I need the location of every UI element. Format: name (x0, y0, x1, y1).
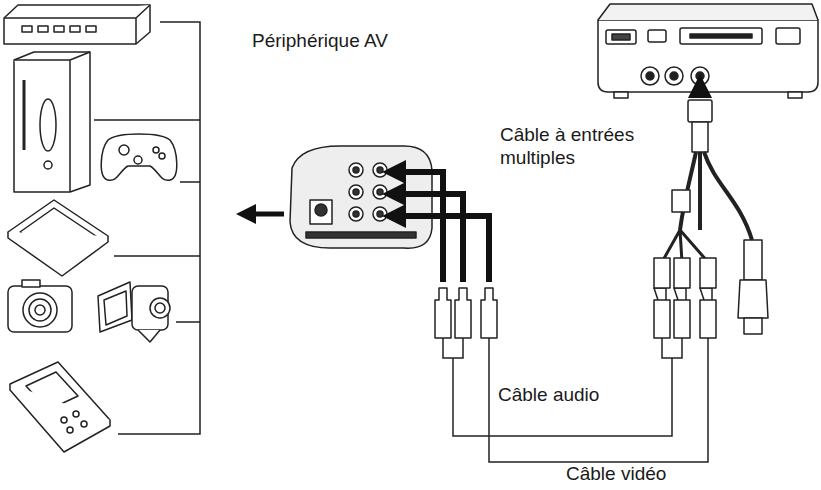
direction-arrow (246, 212, 284, 217)
plug-arrows (394, 86, 700, 282)
digital-camera (8, 280, 72, 332)
cable-wires (443, 338, 708, 462)
game-console (14, 52, 177, 192)
rca-plugs (435, 288, 716, 338)
device-bracket (94, 22, 200, 434)
camcorder (98, 282, 170, 342)
cable-label: Câble à entrées multiples (500, 124, 650, 170)
portable-player (8, 200, 108, 276)
cable-label: Câble audio (498, 384, 648, 407)
cable-label: Périphérique AV (252, 30, 432, 53)
cable-label: Câble vidéo (566, 463, 716, 486)
dvd-player (4, 5, 150, 44)
av-output-panel (290, 146, 432, 248)
mobile-phone (10, 362, 110, 452)
multi-input-cable (654, 100, 768, 334)
projector (598, 4, 818, 98)
